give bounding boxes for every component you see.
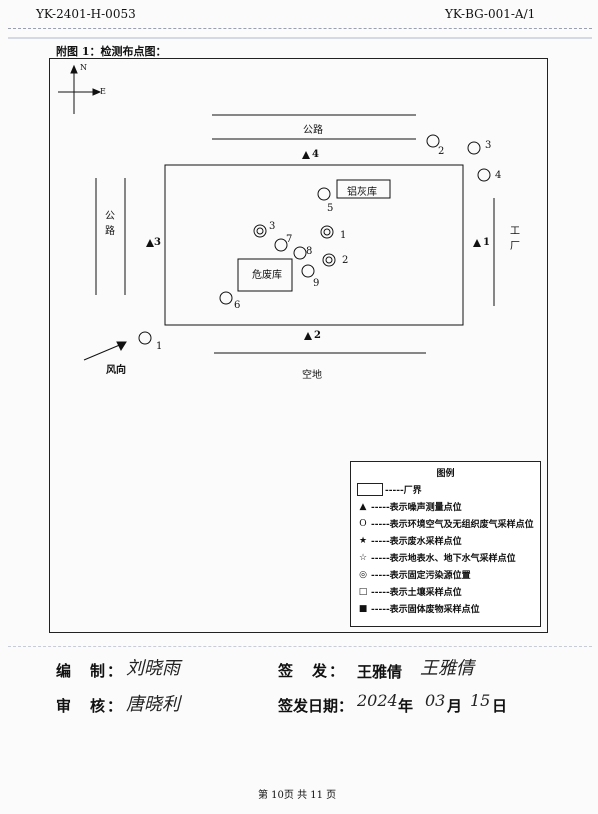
- compiler-label: 编 制：: [56, 662, 125, 680]
- source-1: [320, 225, 334, 239]
- open-land-label: 空地: [302, 370, 322, 381]
- header-divider-2: [8, 37, 592, 39]
- legend-title: 图例: [436, 469, 455, 479]
- legend-item-boundary: -----厂界: [357, 481, 540, 498]
- legend-item-water: ☆ -----表示地表水、地下水气采样点位: [358, 552, 516, 565]
- wind-arrow-line: [83, 343, 123, 361]
- aluminum-ash-building: [336, 179, 391, 199]
- reviewer-label: 审 核：: [56, 697, 125, 715]
- star-filled-icon: ★: [358, 535, 368, 546]
- source-num-3: 3: [269, 221, 276, 232]
- issuer-label: 签 发：: [278, 662, 347, 680]
- source-num-2: 2: [342, 255, 349, 266]
- noise-num-2: 2: [314, 330, 321, 341]
- air-num-9: 9: [313, 278, 320, 289]
- issue-date-month-unit: 月: [447, 697, 463, 715]
- noise-point-1: [473, 239, 481, 247]
- square-outline-icon: □: [358, 586, 368, 597]
- issue-date-month: 03: [425, 691, 446, 710]
- road-top-label: 公路: [303, 125, 323, 136]
- air-num-8: 8: [306, 246, 313, 257]
- noise-num-3: 3: [154, 237, 161, 248]
- air-point-8: [293, 246, 307, 260]
- header-divider: [8, 28, 592, 29]
- compass-east-arrow: [92, 88, 102, 96]
- double-circle-icon: ◎: [359, 569, 367, 580]
- factory-label-1: 工: [510, 226, 520, 237]
- noise-point-2: [304, 332, 312, 340]
- page-number: 第 10页 共 11 页: [258, 790, 337, 801]
- air-num-7: 7: [286, 234, 293, 245]
- air-num-4: 4: [495, 170, 502, 181]
- legend-item-source: ◎ -----表示固定污染源位置: [357, 566, 540, 583]
- air-point-7: [274, 238, 288, 252]
- noise-num-4: 4: [312, 149, 319, 160]
- compass-n-label: N: [80, 63, 87, 72]
- legend-item-air: O -----表示环境空气及无组织废气采样点位: [357, 515, 540, 532]
- hazardous-label: 危废库: [252, 270, 282, 281]
- source-num-1: 1: [340, 230, 347, 241]
- noise-num-1: 1: [483, 237, 490, 248]
- compass-e-label: E: [100, 87, 106, 96]
- issuer-name: 王雅倩: [357, 663, 403, 681]
- star-outline-icon: ☆: [358, 552, 368, 563]
- issue-date-label: 签发日期：: [278, 697, 354, 715]
- noise-point-3: [146, 239, 154, 247]
- reviewer-signature: 唐晓利: [126, 694, 180, 715]
- legend-item-wastewater: ★ -----表示废水采样点位: [358, 535, 462, 548]
- legend-item-solid-waste: ■ -----表示固体废物采样点位: [358, 603, 480, 616]
- air-num-3: 3: [485, 140, 492, 151]
- road-left-label-2: 路: [105, 226, 115, 237]
- issuer-signature: 王雅倩: [420, 658, 474, 679]
- noise-point-4: [302, 151, 310, 159]
- figure-frame: [49, 58, 548, 633]
- legend-item-soil: □ -----表示土壤采样点位: [358, 586, 462, 599]
- air-point-9: [301, 264, 315, 278]
- compiler-signature: 刘晓雨: [126, 658, 180, 679]
- issue-date-year: 2024: [357, 691, 398, 710]
- triangle-icon: ▲: [359, 501, 367, 512]
- report-code-right: YK-BG-001-A/1: [445, 7, 536, 21]
- compass-north-arrow: [70, 64, 78, 74]
- square-filled-icon: ■: [358, 603, 368, 614]
- air-point-5: [317, 187, 331, 201]
- wind-label: 风向: [106, 365, 126, 376]
- air-num-5: 5: [327, 203, 334, 214]
- source-3: [253, 224, 267, 238]
- report-code-left: YK-2401-H-0053: [36, 7, 136, 21]
- issue-date-year-unit: 年: [398, 697, 414, 715]
- figure-caption: 附图 1：检测布点图：: [56, 45, 167, 58]
- legend-item-noise: ▲ -----表示噪声测量点位: [357, 498, 540, 515]
- circle-icon: O: [359, 518, 367, 529]
- air-point-outer-2: [426, 134, 440, 148]
- air-num-1: 1: [156, 341, 163, 352]
- aluminum-ash-label: 铝灰库: [347, 187, 377, 198]
- air-num-6: 6: [234, 300, 241, 311]
- source-2: [322, 253, 336, 267]
- legend-box: 图例 -----厂界 ▲ -----表示噪声测量点位 O -----表示环境空气…: [350, 461, 541, 627]
- road-left-label-1: 公: [105, 211, 115, 222]
- hazardous-building: [237, 258, 293, 292]
- issue-date-day: 15: [470, 691, 491, 710]
- wind-arrow-head: [116, 341, 127, 352]
- air-num-2: 2: [438, 146, 445, 157]
- signature-divider: [8, 646, 592, 647]
- air-point-outer-1: [138, 331, 152, 345]
- issue-date-day-unit: 日: [492, 697, 508, 715]
- legend-boundary-icon: [357, 483, 383, 496]
- plant-boundary: [164, 164, 464, 326]
- factory-label-2: 厂: [510, 241, 520, 252]
- air-point-outer-4: [477, 168, 491, 182]
- air-point-6: [219, 291, 233, 305]
- air-point-outer-3: [467, 141, 481, 155]
